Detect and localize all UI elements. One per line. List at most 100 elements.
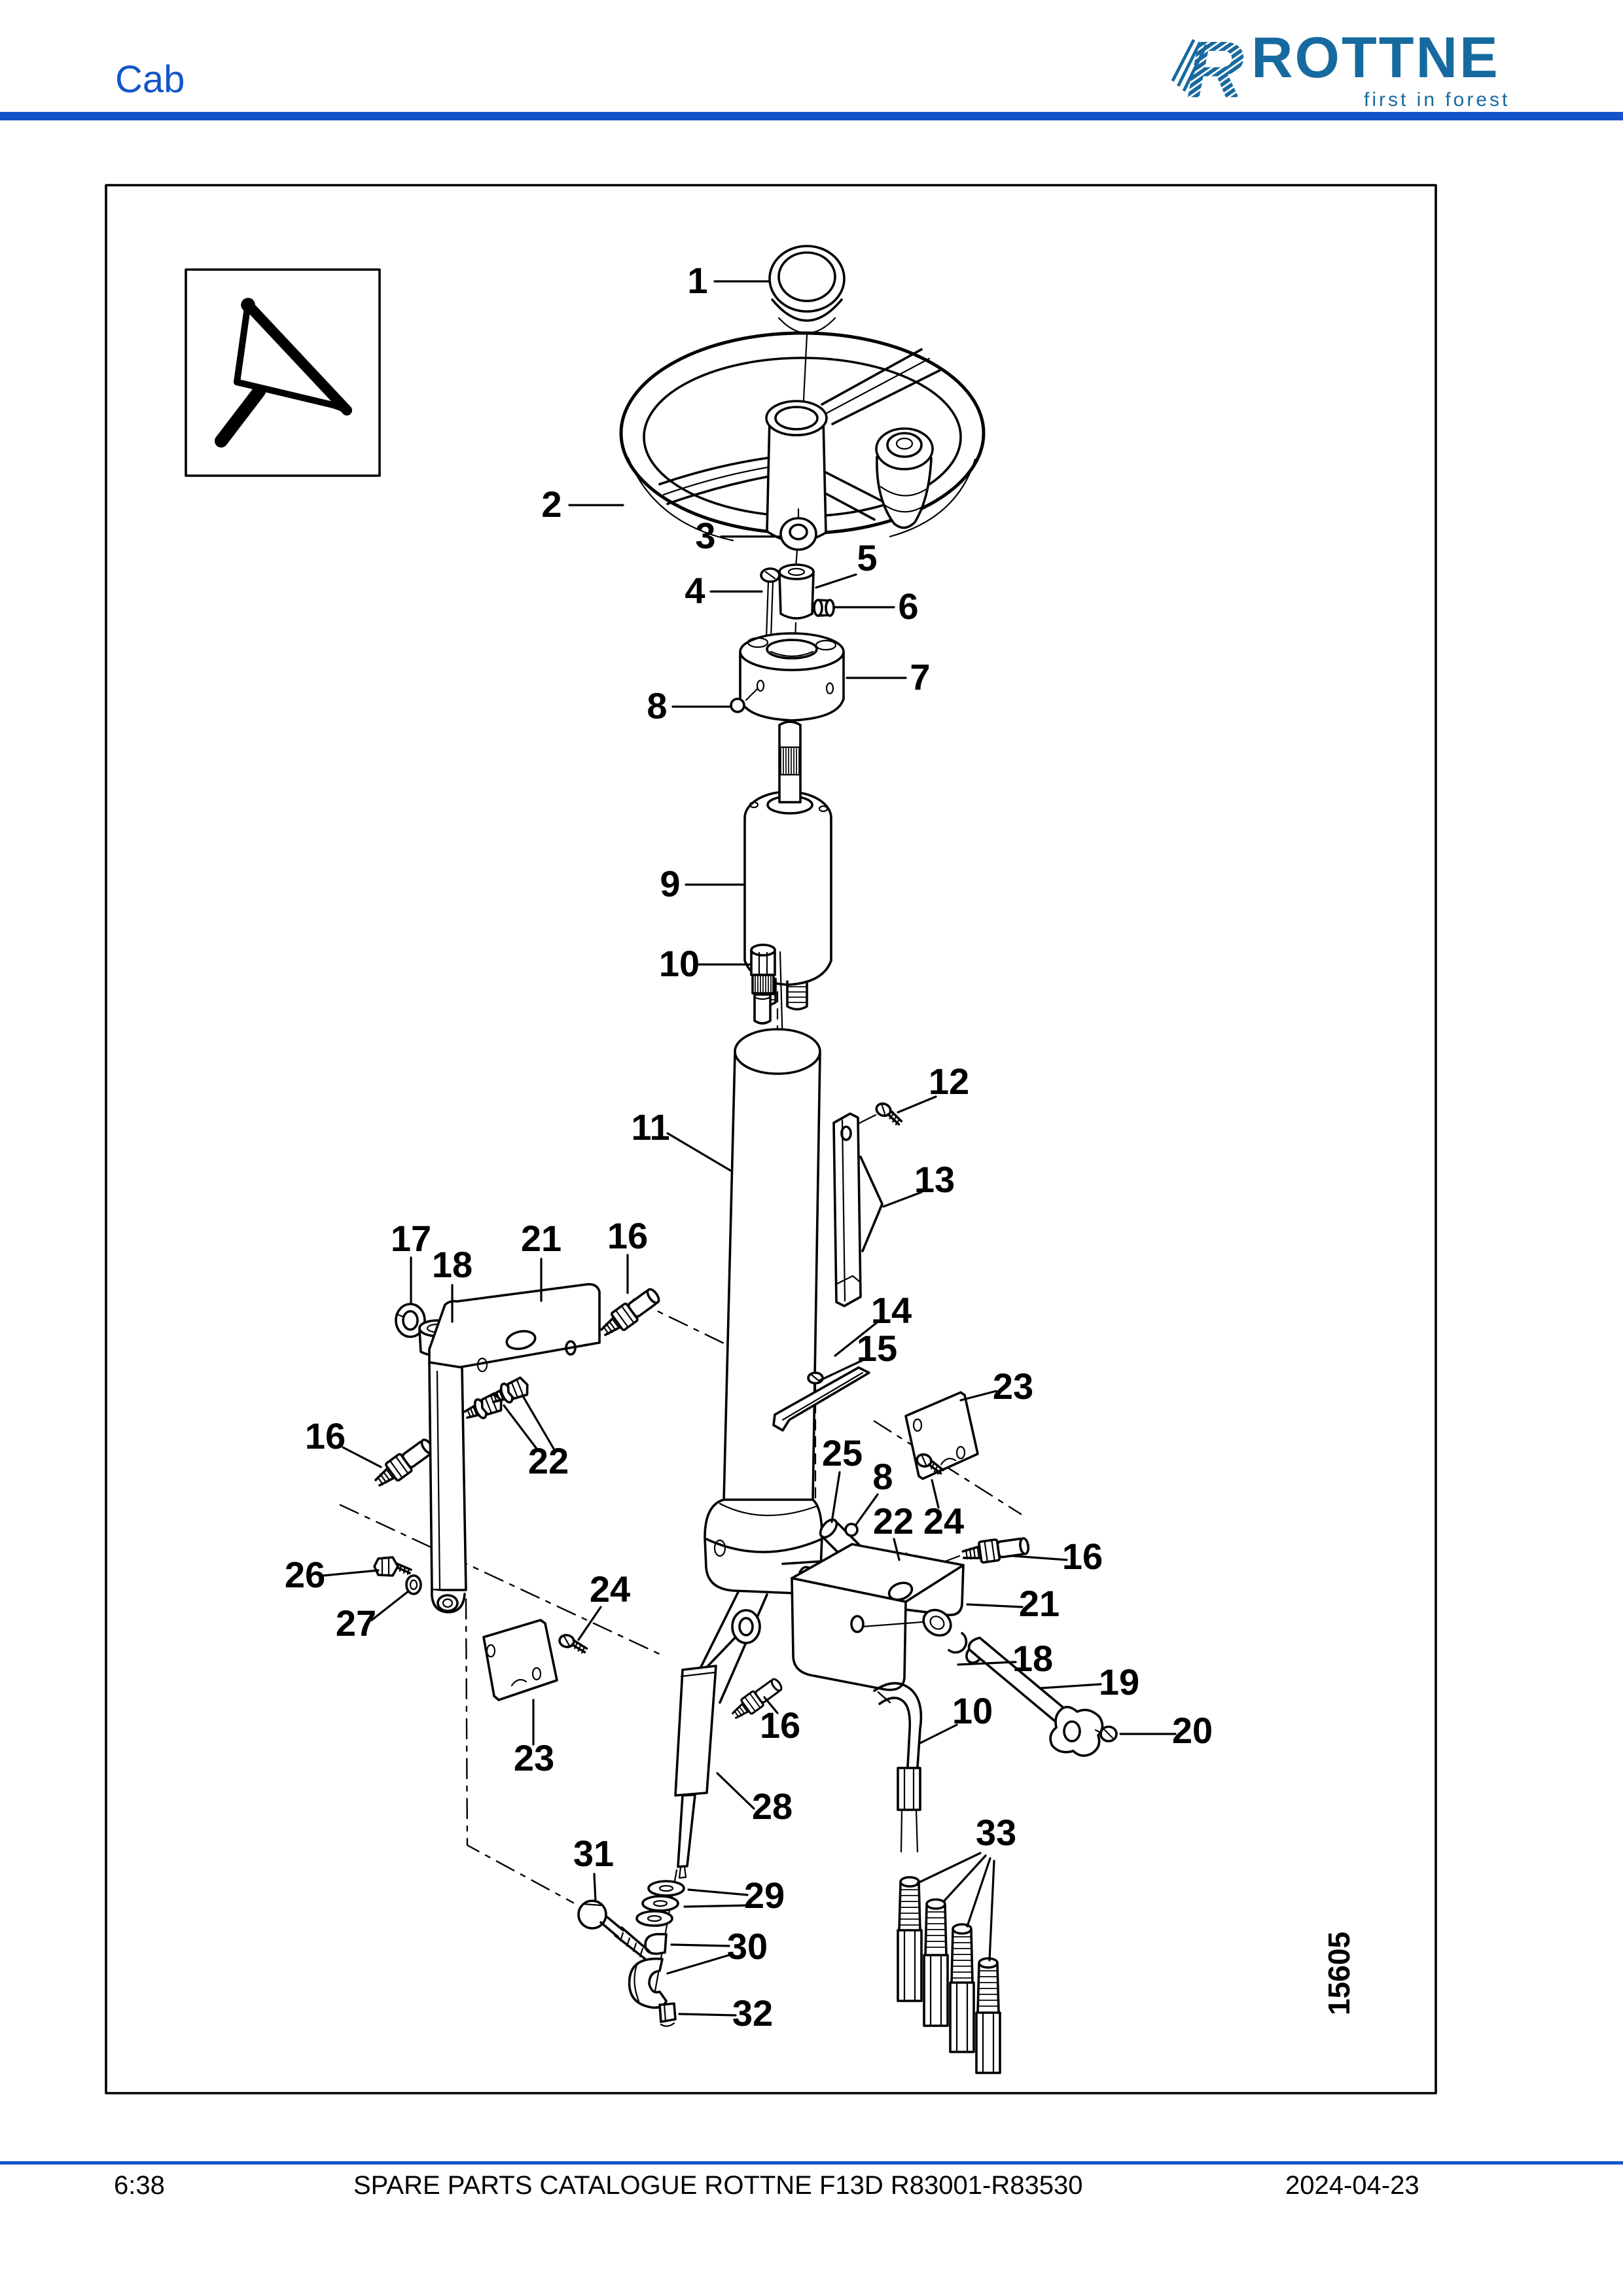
part-label: 11 <box>631 1106 669 1148</box>
leader-line <box>855 1493 879 1526</box>
part-label: 16 <box>1062 1536 1103 1577</box>
part-label: 18 <box>432 1244 473 1285</box>
leader-line <box>919 1723 958 1744</box>
leader-line <box>687 1888 749 1896</box>
part-label: 14 <box>871 1290 912 1331</box>
figure-border <box>105 184 1437 2094</box>
inset-icon-box <box>185 268 381 477</box>
footer-title: SPARE PARTS CATALOGUE ROTTNE F13D R83001… <box>353 2171 1083 2200</box>
part-label: 21 <box>1019 1583 1060 1624</box>
leader-line <box>322 1569 380 1577</box>
steering-wheel-icon <box>215 298 352 448</box>
leader-line <box>342 1446 382 1468</box>
part-gas-spring-28 <box>674 1609 761 1879</box>
part-bolt-26 <box>373 1556 412 1577</box>
leader-line <box>503 1404 538 1450</box>
part-washer-17 <box>395 1303 426 1338</box>
part-plate-23-left <box>482 1619 558 1701</box>
svg-text:R: R <box>1186 25 1244 105</box>
part-label: 19 <box>1099 1661 1139 1703</box>
part-label: 30 <box>727 1926 768 1967</box>
leader-line <box>966 1603 1024 1608</box>
part-label: 22 <box>873 1500 914 1542</box>
leader-line <box>830 1471 841 1523</box>
leader-line <box>957 1661 1017 1666</box>
part-screw-20 <box>1094 1725 1118 1742</box>
leader-line <box>577 1606 602 1641</box>
part-label: 18 <box>1012 1638 1053 1679</box>
page-title: Cab <box>115 58 185 101</box>
part-label: 33 <box>976 1812 1016 1853</box>
part-bracket-21-right <box>791 1543 965 1691</box>
part-label: 31 <box>573 1833 614 1874</box>
part-label: 23 <box>993 1366 1033 1407</box>
part-label: 24 <box>923 1500 964 1542</box>
part-label: 16 <box>305 1415 346 1457</box>
leader-line <box>916 1852 982 1884</box>
part-label: 6 <box>898 586 918 627</box>
part-label: 2 <box>541 484 562 525</box>
leader-line <box>678 2013 737 2017</box>
leader-line <box>1012 1555 1068 1561</box>
part-label: 10 <box>659 943 700 984</box>
footer-page-time: 6:38 <box>114 2171 165 2200</box>
part-plate-23-right <box>904 1391 979 1480</box>
part-bracket-21-left <box>428 1282 601 1614</box>
part-label: 4 <box>685 570 705 611</box>
part-label: 16 <box>607 1215 648 1256</box>
brand-name: ROTTNE <box>1251 25 1500 90</box>
part-cap-1 <box>768 245 846 491</box>
leader-line <box>988 1860 995 1962</box>
part-sleeve-5 <box>778 563 815 661</box>
part-label: 29 <box>744 1875 785 1916</box>
part-label: 23 <box>514 1737 554 1778</box>
leader-line <box>521 1394 555 1450</box>
leader-line <box>370 1590 410 1621</box>
header-rule <box>0 112 1623 120</box>
part-label: 8 <box>872 1456 893 1497</box>
part-steering-valve-9 <box>743 720 832 1011</box>
part-set-screw-8-lower <box>844 1523 859 1537</box>
part-label: 26 <box>285 1554 325 1595</box>
part-label: 16 <box>760 1704 800 1746</box>
leader-line <box>763 1696 779 1714</box>
part-label: 28 <box>752 1786 793 1827</box>
part-set-screw-8 <box>730 698 745 713</box>
part-strip-15 <box>772 1366 870 1432</box>
leader-line <box>931 1479 940 1509</box>
part-label: 22 <box>528 1440 569 1481</box>
part-label: 27 <box>336 1602 376 1644</box>
leader-line <box>666 1954 730 1975</box>
leader-line <box>834 1319 881 1357</box>
figure-number: 15605 <box>1322 1932 1356 2015</box>
part-label: 3 <box>695 515 715 556</box>
leader-line <box>683 1904 749 1908</box>
part-hose-10 <box>873 1682 923 1853</box>
leader-line <box>966 1857 991 1928</box>
part-bracket-plate-13 <box>832 1112 883 1307</box>
part-label: 13 <box>914 1159 955 1200</box>
part-steering-wheel-2 <box>619 331 986 543</box>
leader-line <box>893 1538 901 1561</box>
part-label: 1 <box>687 260 707 301</box>
leader-line <box>666 1132 733 1173</box>
part-studs-33 <box>897 1876 1001 2074</box>
leader-line <box>1039 1683 1102 1689</box>
part-label: 17 <box>391 1218 431 1259</box>
part-nut-32 <box>658 2002 677 2027</box>
part-hub-flange-7 <box>739 632 845 722</box>
part-label: 15 <box>857 1328 897 1369</box>
part-washer-27 <box>405 1574 422 1595</box>
part-screw-12 <box>851 1100 906 1128</box>
part-label: 7 <box>910 656 930 698</box>
part-label: 32 <box>732 1992 773 2034</box>
leader-line <box>818 1358 865 1382</box>
leader-line <box>897 1095 937 1114</box>
part-label: 25 <box>822 1432 863 1474</box>
leader-line <box>593 1873 597 1903</box>
part-label: 20 <box>1172 1710 1213 1751</box>
leader-line <box>942 1854 987 1903</box>
leader-line <box>959 1390 997 1402</box>
